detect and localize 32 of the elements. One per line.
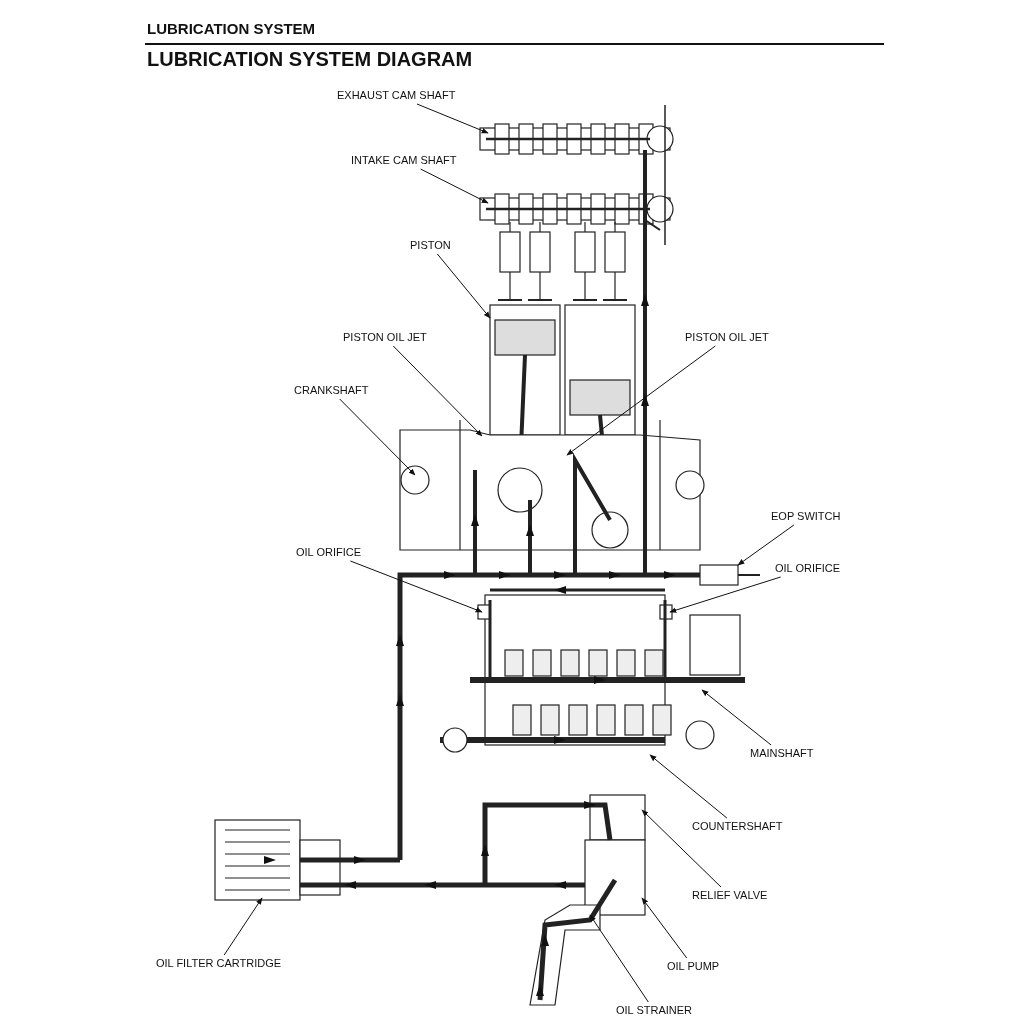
leader-line: [641, 897, 688, 959]
callout-label: RELIEF VALVE: [692, 889, 768, 902]
callout-label: CRANKSHAFT: [294, 384, 369, 397]
leader-line: [701, 689, 772, 746]
callout-label: OIL STRAINER: [616, 1004, 692, 1017]
callout-label: OIL ORIFICE: [296, 546, 361, 559]
leader-line: [566, 345, 716, 456]
leader-line: [641, 809, 722, 888]
leader-line: [392, 345, 483, 437]
callout-label: OIL ORIFICE: [775, 562, 840, 575]
leader-line: [416, 103, 489, 134]
leader-line: [669, 576, 782, 613]
callout-label: PISTON OIL JET: [685, 331, 769, 344]
callout-label: MAINSHAFT: [750, 747, 814, 760]
leader-line: [589, 914, 649, 1003]
callout-label: OIL PUMP: [667, 960, 720, 973]
callout-label: OIL FILTER CARTRIDGE: [156, 957, 282, 970]
callout-label: COUNTERSHAFT: [692, 820, 783, 833]
callout-label: EXHAUST CAM SHAFT: [337, 89, 456, 102]
leader-line: [737, 524, 795, 566]
leader-line: [223, 897, 263, 956]
leader-line: [339, 398, 416, 476]
callout-label: INTAKE CAM SHAFT: [351, 154, 457, 167]
leader-line: [420, 168, 489, 204]
leader-line: [649, 754, 728, 819]
section-header: LUBRICATION SYSTEM: [147, 20, 316, 37]
diagram-title: LUBRICATION SYSTEM DIAGRAM: [147, 48, 473, 71]
leader-line: [436, 253, 491, 319]
leader-line: [349, 560, 483, 613]
callout-label: PISTON: [410, 239, 451, 252]
callout-label: PISTON OIL JET: [343, 331, 427, 344]
callout-label: EOP SWITCH: [771, 510, 841, 523]
